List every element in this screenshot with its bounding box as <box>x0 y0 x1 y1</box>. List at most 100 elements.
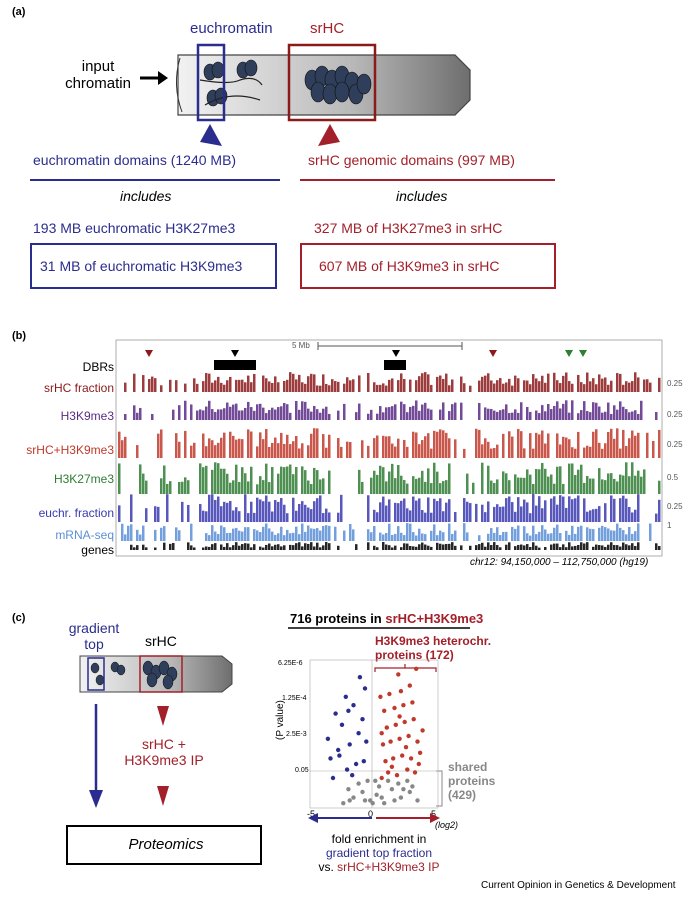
scale-srhc-h3k9: 0.25 <box>667 440 683 449</box>
hc-proteins-label: H3K9me3 heterochr. proteins (172) <box>375 634 491 662</box>
track-signal-bar <box>238 481 241 494</box>
track-signal-bar <box>400 532 403 541</box>
track-signal-bar <box>214 380 217 392</box>
track-signal-bar <box>187 504 190 522</box>
track-signal-bar <box>379 384 382 392</box>
track-signal-bar <box>535 410 538 420</box>
track-signal-bar <box>586 527 589 541</box>
track-signal-bar <box>577 544 580 550</box>
track-signal-bar <box>439 409 442 420</box>
track-signal-bar <box>154 529 157 541</box>
track-signal-bar <box>598 468 601 494</box>
track-signal-bar <box>274 376 277 392</box>
track-signal-bar <box>505 404 508 420</box>
track-signal-bar <box>427 374 430 392</box>
scatter-point <box>398 689 404 694</box>
track-signal-bar <box>340 446 343 458</box>
track-signal-bar <box>607 528 610 541</box>
track-signal-bar <box>427 497 430 522</box>
proteomics-label: Proteomics <box>128 836 204 853</box>
track-signal-bar <box>250 466 253 494</box>
track-signal-bar <box>652 440 655 458</box>
track-signal-bar <box>181 481 184 494</box>
track-signal-bar <box>430 483 433 494</box>
track-signal-bar <box>541 462 544 494</box>
track-signal-bar <box>433 524 436 541</box>
track-signal-bar <box>220 544 223 550</box>
track-signal-bar <box>406 412 409 420</box>
track-signal-bar <box>538 434 541 458</box>
track-signal-bar <box>436 542 439 550</box>
track-signal-bar <box>637 494 640 522</box>
track-signal-bar <box>160 385 163 392</box>
track-signal-bar <box>445 502 448 522</box>
track-signal-bar <box>400 401 403 420</box>
gradient-top-line2: top <box>84 636 104 652</box>
track-signal-bar <box>223 501 226 522</box>
track-signal-bar <box>328 434 331 458</box>
track-signal-bar <box>610 380 613 392</box>
track-signal-bar <box>415 380 418 392</box>
track-signal-bar <box>631 462 634 494</box>
scatter-point <box>392 705 397 711</box>
ytick-0: 6.25E-6 <box>278 660 303 667</box>
scatter-point <box>370 801 375 806</box>
track-signal-bar <box>268 446 271 458</box>
track-signal-bar <box>280 546 283 550</box>
scatter-point <box>396 781 401 786</box>
track-signal-bar <box>136 529 139 541</box>
dbr-marker-icon <box>489 350 497 357</box>
track-signal-bar <box>526 544 529 550</box>
track-signal-bar <box>517 544 520 550</box>
track-signal-bar <box>595 429 598 458</box>
shared-line2: proteins <box>448 774 496 788</box>
track-signal-bar <box>211 525 214 541</box>
track-signal-bar <box>304 383 307 392</box>
track-signal-bar <box>571 463 574 494</box>
xtick-0: 0 <box>368 809 374 819</box>
track-signal-bar <box>172 409 175 420</box>
track-signal-bar <box>496 504 499 522</box>
track-label-h3k27: H3K27me3 <box>53 472 114 486</box>
track-signal-bar <box>607 431 610 458</box>
track-signal-bar <box>523 526 526 541</box>
track-signal-bar <box>340 494 343 522</box>
track-signal-bar <box>529 411 532 420</box>
track-signal-bar <box>415 546 418 550</box>
track-signal-bar <box>415 535 418 541</box>
scatter-point <box>347 742 352 747</box>
scatter-point <box>389 787 395 792</box>
track-signal-bar <box>265 413 268 420</box>
track-signal-bar <box>277 473 280 494</box>
scatter-point <box>397 714 402 719</box>
scatter-point <box>333 711 338 716</box>
track-signal-bar <box>499 506 502 522</box>
track-signal-bar <box>499 535 502 541</box>
track-signal-bar <box>184 477 187 494</box>
ytick-2: 2.5E-3 <box>286 731 307 738</box>
scatter-point <box>403 745 409 750</box>
track-signal-bar <box>133 373 136 392</box>
euchromatin-box <box>196 43 226 122</box>
track-signal-bar <box>136 545 139 550</box>
track-signal-bar <box>316 428 319 458</box>
track-signal-bar <box>238 379 241 392</box>
fold-label: fold enrichment in gradient top fraction… <box>304 832 454 874</box>
track-signal-bar <box>310 411 313 420</box>
track-signal-bar <box>502 383 505 392</box>
track-signal-bar <box>187 542 190 550</box>
track-signal-bar <box>280 498 283 522</box>
track-signal-bar <box>157 506 160 522</box>
scatter-point <box>336 747 341 753</box>
gradient-top-line1: gradient <box>68 620 120 636</box>
track-signal-bar <box>394 533 397 541</box>
track-signal-bar <box>238 410 241 420</box>
track-signal-bar <box>205 546 208 550</box>
track-signal-bar <box>235 379 238 392</box>
track-signal-bar <box>628 506 631 522</box>
track-signal-bar <box>256 484 259 494</box>
track-signal-bar <box>259 432 262 458</box>
track-signal-bar <box>229 431 232 458</box>
track-signal-bar <box>259 403 262 420</box>
